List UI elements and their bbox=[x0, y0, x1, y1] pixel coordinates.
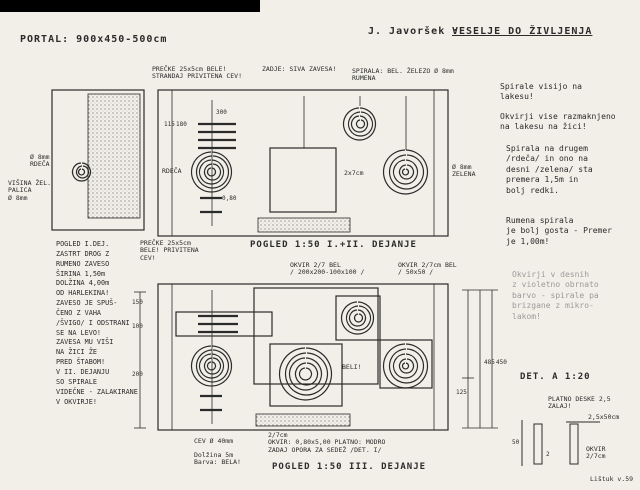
annotation-tube: CEV Ø 40mm bbox=[194, 437, 234, 445]
dimension-lines bbox=[134, 289, 498, 429]
view1-frame bbox=[157, 89, 449, 237]
small-frame-view3 bbox=[335, 295, 381, 341]
note-act-one: POGLED I.DEJ. ZASTRT DROG Z RUMENO ZAVES… bbox=[56, 240, 138, 406]
dim-125: 125 bbox=[456, 389, 467, 396]
view3-frame bbox=[157, 283, 449, 431]
red-spiral-view3 bbox=[190, 345, 233, 387]
annotation-length: Dolžina 5m Barva: BELA! bbox=[194, 451, 241, 467]
bench-view3 bbox=[255, 413, 351, 427]
annotation-detail-frame: OKVIR 2/7cm bbox=[586, 445, 606, 461]
annotation-height: VIŠINA ŽEL. PALICA Ø 8mm bbox=[8, 179, 52, 202]
dim-450: 450 bbox=[496, 359, 507, 366]
signature: Lištuk v.59 bbox=[590, 475, 634, 483]
curtain-hatch bbox=[87, 93, 141, 219]
annotation-bars: PREČKE 25x5cm BELE! STRANDAJ PRIVITENA C… bbox=[152, 65, 243, 81]
note-spirals-hang: Spirale visijo na lakesu! bbox=[500, 82, 582, 102]
yellow-spiral-view3 bbox=[278, 347, 333, 401]
annotation-board-size: 2,5x50cm bbox=[588, 413, 620, 421]
frame-outline-left bbox=[175, 311, 273, 337]
side-view-frame bbox=[51, 89, 145, 231]
annotation-frame-2: OKVIR 2/7cm BEL / 50x50 / bbox=[398, 261, 457, 277]
note-frame-colors: Okvirji v desnih z violetno obrnato barv… bbox=[512, 270, 599, 321]
green-spiral-view1 bbox=[382, 149, 429, 195]
white-bars-view3 bbox=[198, 314, 238, 412]
annotation-white: BELI! bbox=[342, 363, 362, 371]
detail-a bbox=[521, 420, 600, 466]
dim-50: 50 bbox=[512, 439, 520, 446]
note-spiral-sizes: Spirala na drugem /rdeča/ in ono na desn… bbox=[506, 144, 593, 195]
author-name: J. Javoršek : bbox=[368, 26, 460, 37]
red-spiral-view1 bbox=[190, 151, 233, 193]
black-top-band bbox=[0, 0, 260, 12]
annotation-bars-2: PREČKE 25x5cm BELE! PRIVITENA CEV! bbox=[140, 239, 199, 262]
dim-200: 200 bbox=[132, 371, 143, 378]
dim-300: 300 bbox=[216, 109, 227, 116]
view3-caption: POGLED 1:50 III. DEJANJE bbox=[272, 462, 427, 472]
annotation-left-red: Ø 8mm RDEČA bbox=[30, 153, 50, 169]
annotation-frame-white: OKVIR 2/7 BEL / 200x200-100x100 / bbox=[290, 261, 365, 277]
drawing-title: VESELJE DO ŽIVLJENJA bbox=[452, 26, 593, 37]
center-frame-view3 bbox=[269, 343, 343, 407]
yellow-spiral bbox=[342, 107, 377, 141]
center-panel-view1 bbox=[269, 147, 337, 213]
frame-large-white bbox=[253, 287, 379, 385]
annotation-curtain: ZADJE: SIVA ZAVESA! bbox=[262, 65, 337, 73]
right-frame-view3 bbox=[379, 339, 433, 389]
side-spiral bbox=[71, 162, 92, 182]
portal-dimensions: PORTAL: 900x450-500cm bbox=[20, 34, 168, 45]
dim-2: 2 bbox=[546, 451, 550, 458]
detail-caption: DET. A 1:20 bbox=[520, 372, 591, 382]
note-yellow-spiral: Rumena spirala je bolj gosta - Premer je… bbox=[506, 216, 612, 246]
green-spiral-view3 bbox=[382, 343, 429, 389]
dim-100: 100 bbox=[132, 323, 143, 330]
annotation-green: Ø 8mm ZELENA bbox=[452, 163, 476, 179]
dim-180: 180 bbox=[176, 121, 187, 128]
annotation-2x7: 2x7cm bbox=[344, 169, 364, 177]
dim-150: 150 bbox=[132, 299, 143, 306]
annotation-red: RDEČA bbox=[162, 167, 182, 175]
dim-080: 0,80 bbox=[222, 195, 237, 202]
annotation-back-frame: 2/7cm OKVIR: 0,80x5,00 PLATNO: MODRO ZAD… bbox=[268, 431, 386, 454]
dim-115: 115 bbox=[164, 121, 175, 128]
annotation-board: PLATNO DESKE 2,5 ZALAJ! bbox=[548, 395, 611, 411]
view1-caption: POGLED 1:50 I.+II. DEJANJE bbox=[250, 240, 417, 250]
white-bars-view1 bbox=[198, 122, 236, 214]
small-spiral-view3 bbox=[340, 301, 375, 335]
note-frames-hang: Okvirji vise razmaknjeno na lakesu na ži… bbox=[500, 112, 616, 132]
annotation-spiral: SPIRALA: BEL. ŽELEZO Ø 8mm RUMENA bbox=[352, 67, 454, 83]
dim-485: 485 bbox=[484, 359, 495, 366]
bench-view1 bbox=[257, 217, 351, 233]
